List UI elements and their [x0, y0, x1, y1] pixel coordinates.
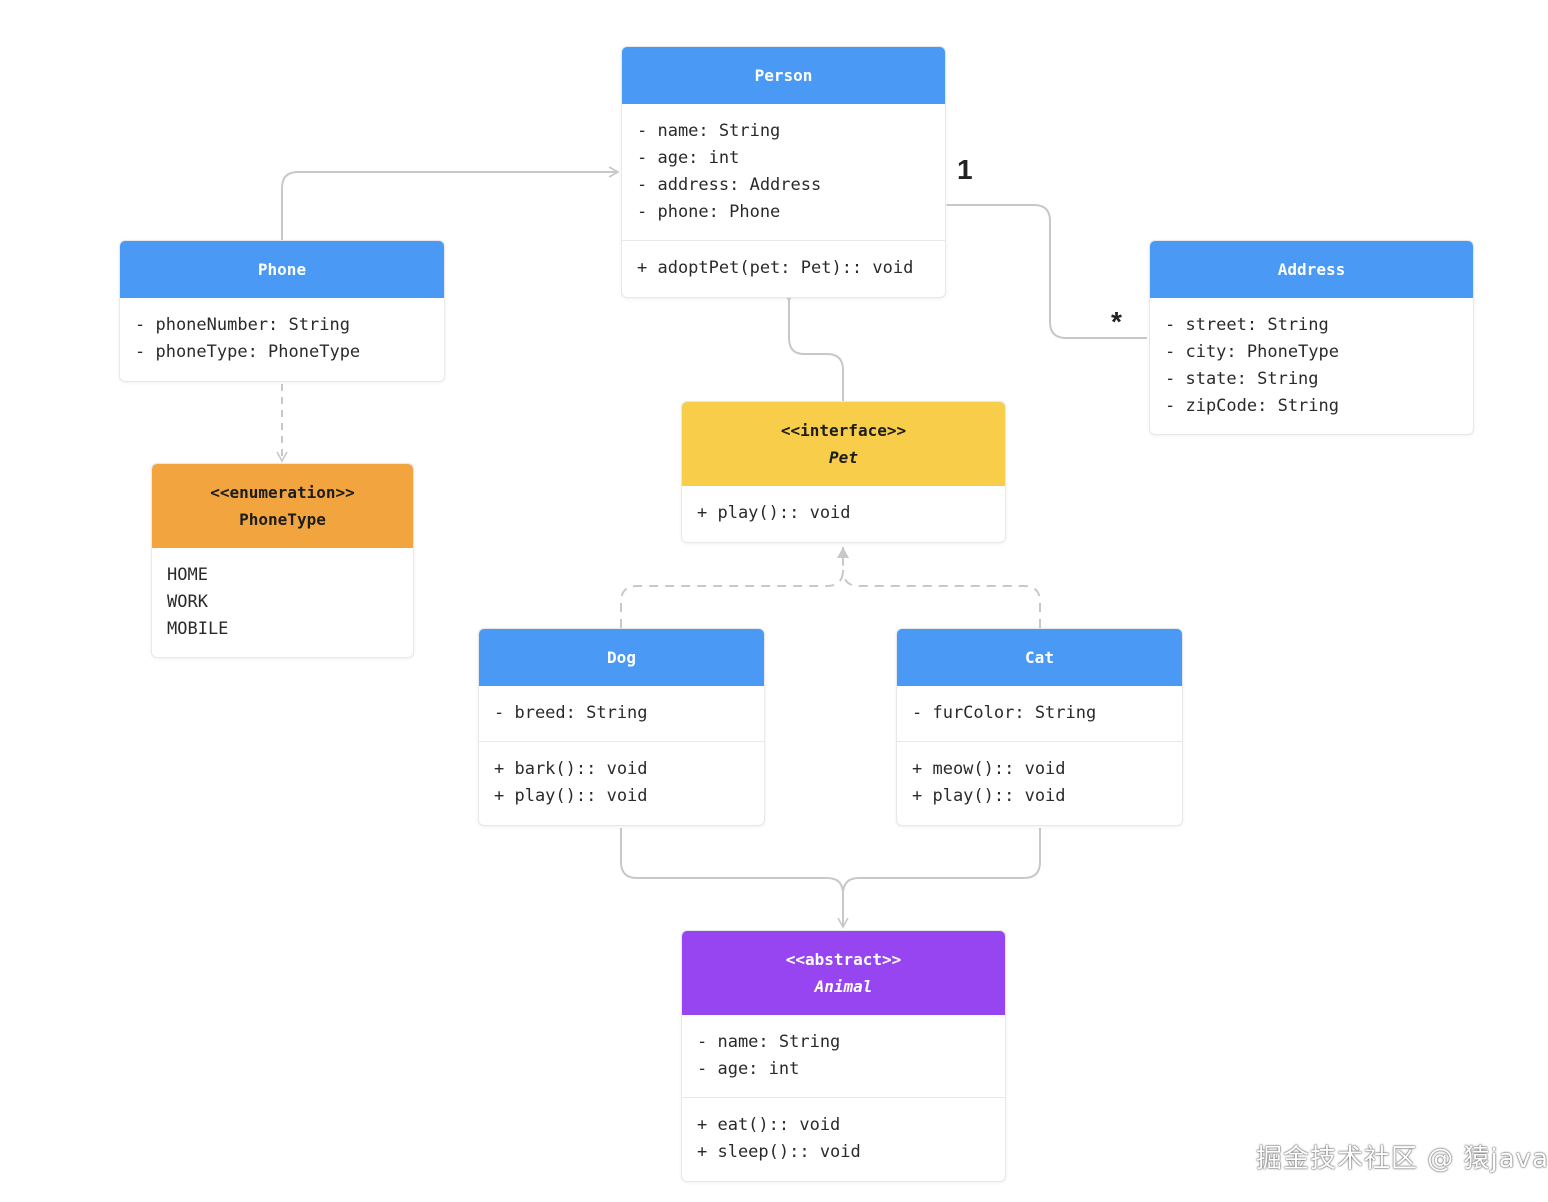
enum-value: MOBILE — [167, 619, 229, 639]
abstract-animal[interactable]: <<abstract>> Animal - name: String - age… — [681, 930, 1006, 1182]
person-address-composition — [933, 200, 1147, 339]
person-attribute: - phone: Phone — [637, 202, 781, 222]
class-address-header: Address — [1150, 241, 1473, 298]
class-person-methods: + adoptPet(pet: Pet):: void — [622, 240, 945, 296]
enum-phonetype-header: <<enumeration>> PhoneType — [152, 464, 413, 548]
abstract-animal-stereotype: <<abstract>> — [785, 950, 902, 969]
pet-method: + play():: void — [697, 503, 851, 523]
dog-animal-generalization — [620, 828, 849, 929]
cat-method: + meow():: void — [912, 759, 1066, 779]
class-dog-header: Dog — [479, 629, 764, 686]
watermark: 掘金技术社区 @ 猿java — [1256, 1144, 1548, 1174]
person-attribute: - name: String — [637, 121, 781, 141]
interface-pet[interactable]: <<interface>> Pet + play():: void — [681, 401, 1006, 543]
animal-method: + eat():: void — [697, 1115, 841, 1135]
animal-method: + sleep():: void — [697, 1142, 861, 1162]
class-cat-header: Cat — [897, 629, 1182, 686]
enum-value: HOME — [167, 565, 208, 585]
pet-person-aggregation — [789, 300, 844, 401]
interface-pet-header: <<interface>> Pet — [682, 402, 1005, 486]
abstract-animal-methods: + eat():: void + sleep():: void — [682, 1097, 1005, 1180]
class-dog-name: Dog — [607, 648, 636, 667]
phone-attribute: - phoneType: PhoneType — [135, 342, 361, 362]
abstract-animal-header: <<abstract>> Animal — [682, 931, 1005, 1015]
class-dog[interactable]: Dog - breed: String + bark():: void + pl… — [478, 628, 765, 826]
person-attribute: - address: Address — [637, 175, 822, 195]
class-phone-name: Phone — [257, 260, 307, 279]
class-person-name: Person — [754, 66, 813, 85]
class-address-attributes: - street: String - city: PhoneType - sta… — [1150, 298, 1473, 434]
class-phone-header: Phone — [120, 241, 444, 298]
person-attribute: - age: int — [637, 148, 740, 168]
address-attribute: - zipCode: String — [1165, 396, 1339, 416]
dog-attribute: - breed: String — [494, 703, 648, 723]
enum-phonetype[interactable]: <<enumeration>> PhoneType HOME WORK MOBI… — [151, 463, 414, 658]
cat-animal-generalization — [842, 828, 1041, 895]
interface-pet-stereotype: <<interface>> — [780, 421, 907, 440]
person-method: + adoptPet(pet: Pet):: void — [637, 258, 914, 278]
dog-method: + bark():: void — [494, 759, 648, 779]
class-cat-attributes: - furColor: String — [897, 686, 1182, 741]
class-person-header: Person — [622, 47, 945, 104]
class-address[interactable]: Address - street: String - city: PhoneTy… — [1149, 240, 1474, 435]
class-phone-attributes: - phoneNumber: String - phoneType: Phone… — [120, 298, 444, 380]
multiplicity-person-side: 1 — [957, 154, 973, 185]
enum-phonetype-name: PhoneType — [239, 510, 326, 529]
abstract-animal-attributes: - name: String - age: int — [682, 1015, 1005, 1097]
enum-phonetype-stereotype: <<enumeration>> — [210, 483, 355, 502]
phone-person-association — [281, 166, 620, 240]
phone-attribute: - phoneNumber: String — [135, 315, 350, 335]
class-cat[interactable]: Cat - furColor: String + meow():: void +… — [896, 628, 1183, 826]
cat-method: + play():: void — [912, 786, 1066, 806]
class-dog-methods: + bark():: void + play():: void — [479, 741, 764, 824]
dog-pet-realization — [620, 547, 849, 628]
class-address-name: Address — [1277, 260, 1346, 279]
abstract-animal-name: Animal — [814, 977, 873, 996]
multiplicity-address-side: * — [1111, 306, 1122, 337]
enum-phonetype-values: HOME WORK MOBILE — [152, 548, 413, 657]
interface-pet-name: Pet — [829, 448, 858, 467]
address-attribute: - state: String — [1165, 369, 1319, 389]
cat-attribute: - furColor: String — [912, 703, 1097, 723]
class-person-attributes: - name: String - age: int - address: Add… — [622, 104, 945, 240]
class-phone[interactable]: Phone - phoneNumber: String - phoneType:… — [119, 240, 445, 382]
animal-attribute: - age: int — [697, 1059, 800, 1079]
animal-attribute: - name: String — [697, 1032, 841, 1052]
cat-pet-realization — [842, 569, 1041, 628]
class-person[interactable]: Person - name: String - age: int - addre… — [621, 46, 946, 298]
class-dog-attributes: - breed: String — [479, 686, 764, 741]
class-cat-name: Cat — [1025, 648, 1054, 667]
address-attribute: - street: String — [1165, 315, 1329, 335]
dog-method: + play():: void — [494, 786, 648, 806]
enum-value: WORK — [167, 592, 208, 612]
interface-pet-methods: + play():: void — [682, 486, 1005, 541]
address-attribute: - city: PhoneType — [1165, 342, 1339, 362]
class-cat-methods: + meow():: void + play():: void — [897, 741, 1182, 824]
